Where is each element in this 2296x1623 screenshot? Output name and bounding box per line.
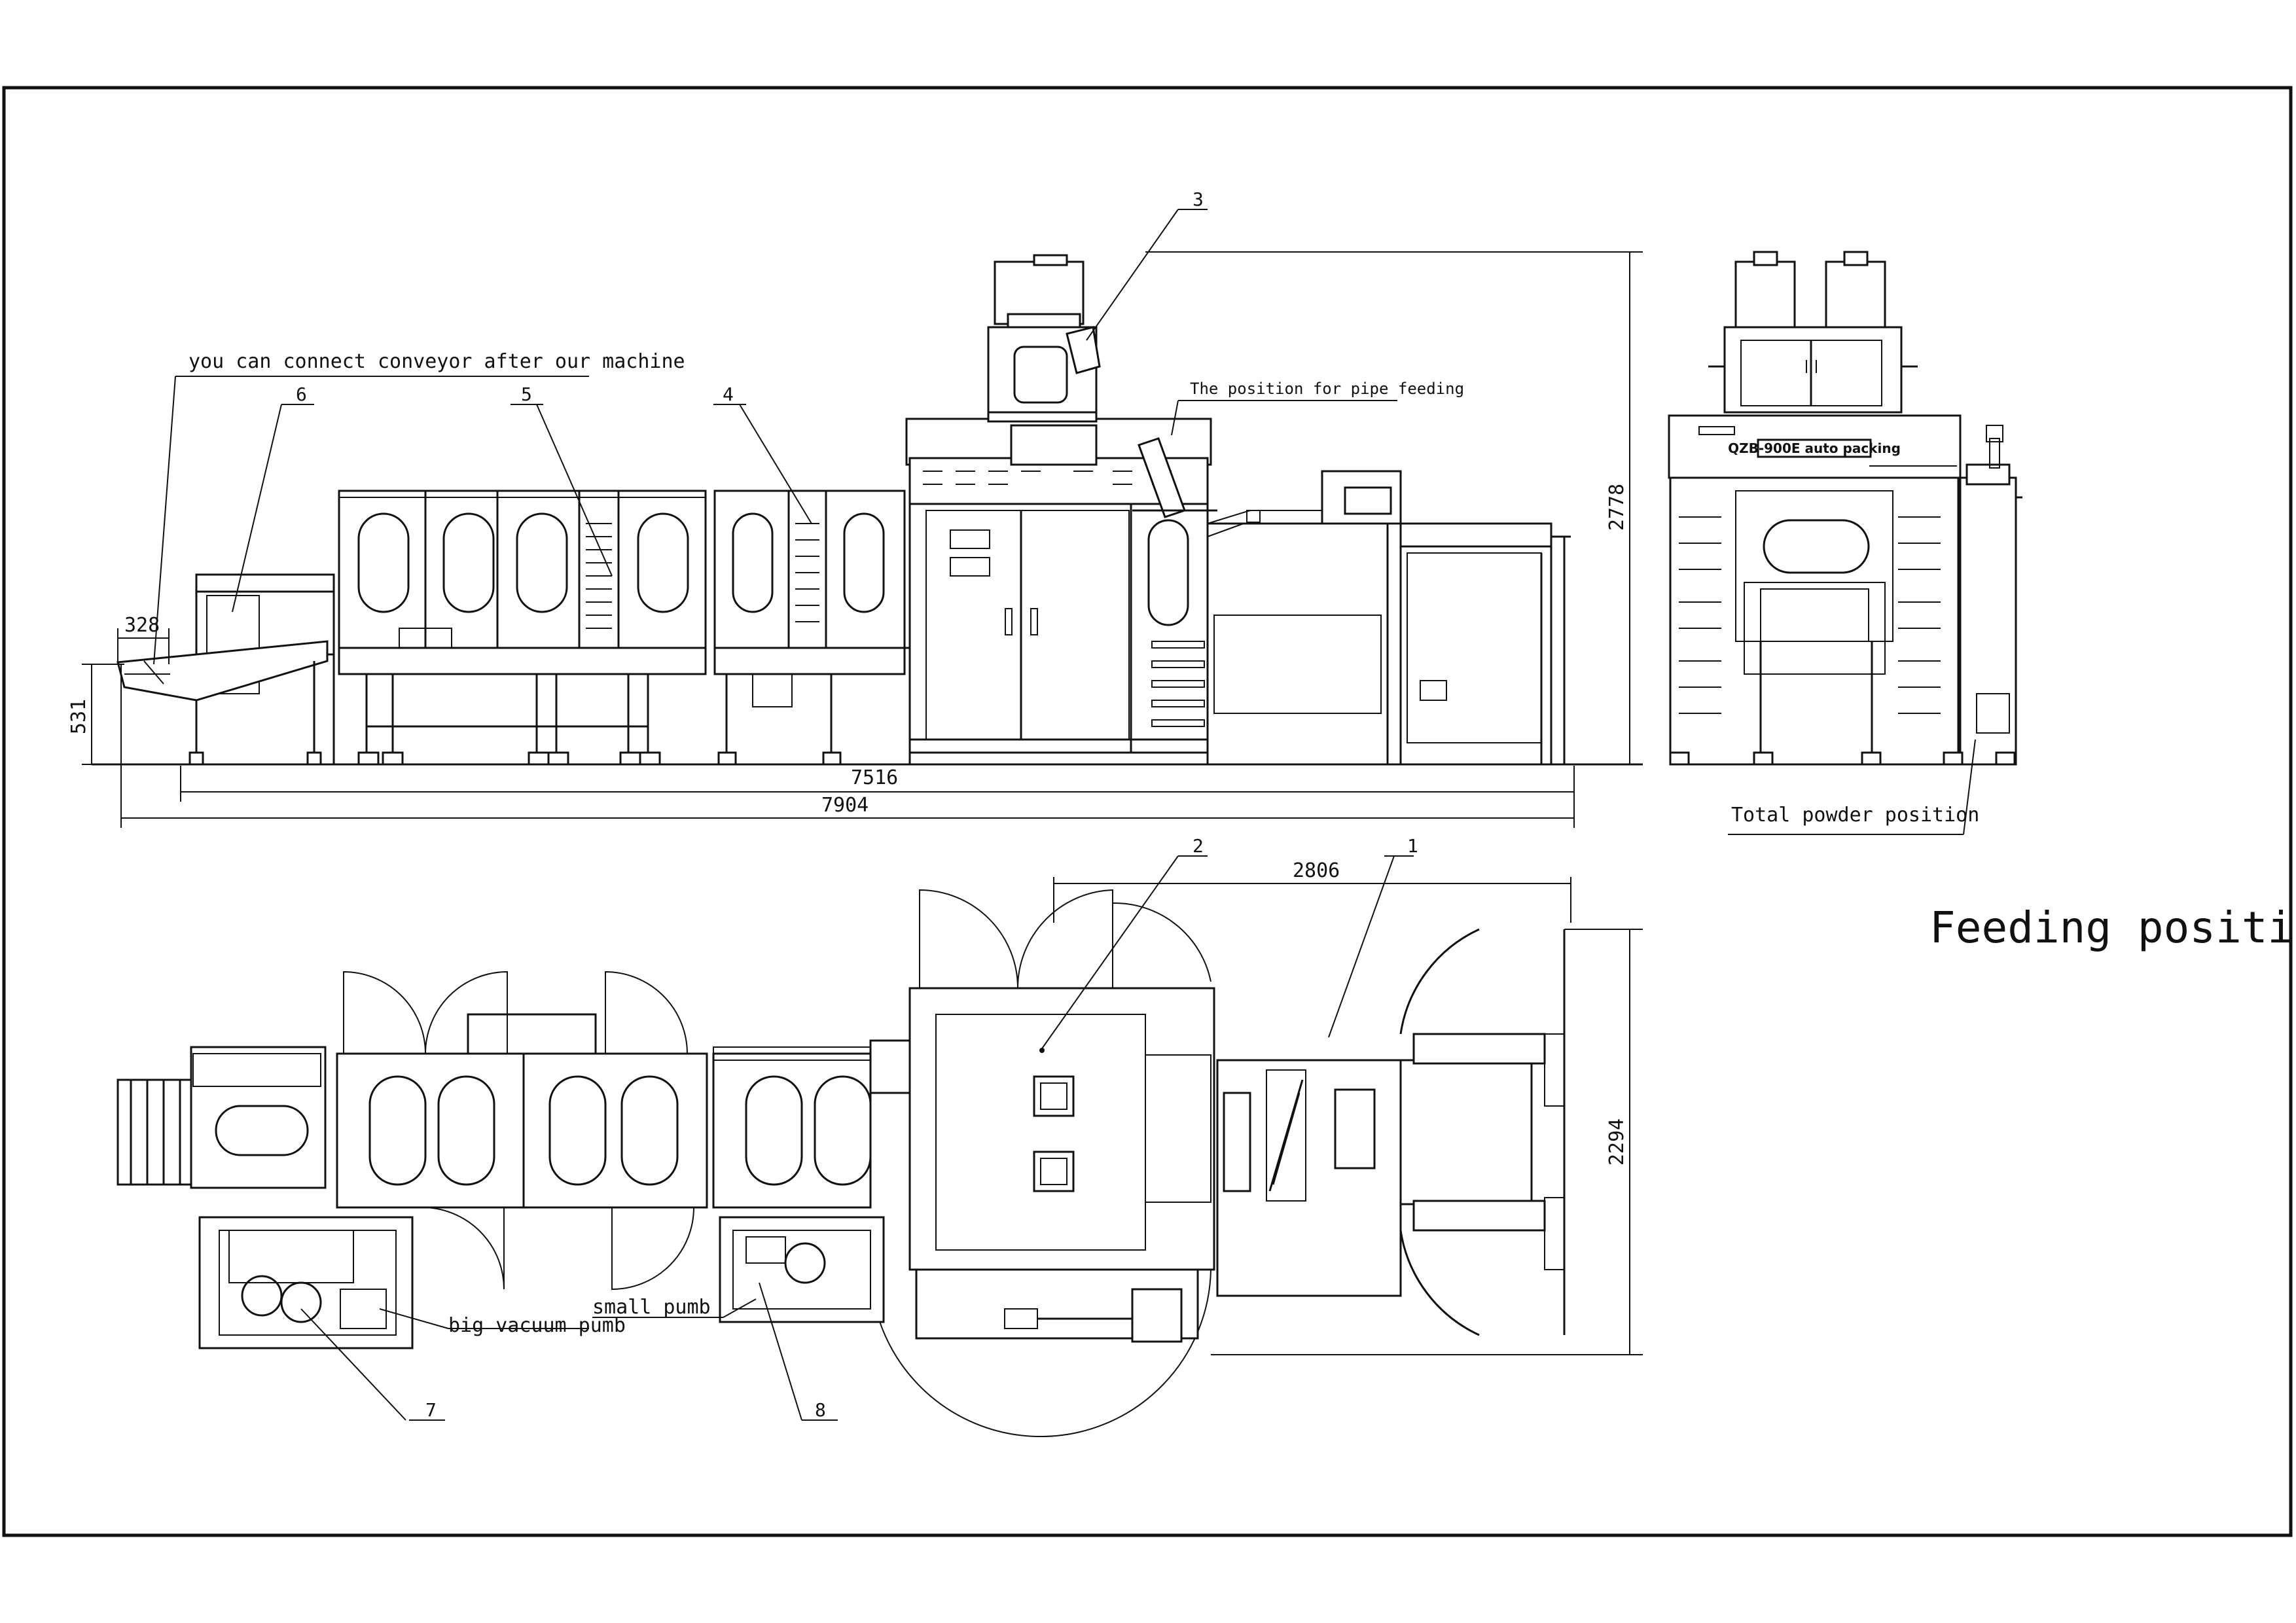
machine-nameplate: QZB-900E auto packing: [1728, 440, 1901, 456]
callout-5: 5: [521, 383, 532, 405]
output-conveyor: [117, 573, 335, 766]
conveyor-note: you can connect conveyor after our machi…: [188, 350, 685, 373]
dim-2294: 2294: [1605, 1118, 1628, 1166]
dim-2806: 2806: [1293, 859, 1340, 882]
big-vacuum-pump-label: big vacuum pumb: [448, 1314, 626, 1337]
front-dimensions: [82, 251, 1643, 828]
dim-7904: 7904: [821, 794, 869, 817]
pipe-feeding-label: The position for pipe feeding: [1190, 380, 1464, 398]
callout-1: 1: [1407, 835, 1418, 857]
callout-7: 7: [425, 1399, 437, 1421]
sealing-module: [713, 490, 910, 766]
right-cabinet: [1151, 470, 1571, 766]
vacuum-chamber-module: [338, 490, 707, 766]
callout-2: 2: [1193, 835, 1204, 857]
plan-view: [117, 877, 1643, 1438]
front-elevation-view: [82, 251, 1643, 828]
leader-lines: [153, 209, 1976, 1421]
callout-4: 4: [723, 383, 734, 405]
dim-7516: 7516: [851, 766, 898, 789]
total-powder-label: Total powder position: [1731, 804, 1979, 827]
dosing-head: [987, 254, 1217, 626]
dim-328: 328: [124, 614, 160, 637]
feeding-position-title: Feeding position: [1929, 902, 2296, 953]
dim-2778: 2778: [1605, 484, 1628, 531]
callout-8: 8: [815, 1399, 826, 1421]
callout-3: 3: [1193, 188, 1204, 210]
side-elevation-view: QZB-900E auto packing: [1668, 251, 2022, 766]
small-pump-label: small pumb: [592, 1296, 711, 1319]
dim-531: 531: [67, 699, 90, 734]
callout-6: 6: [296, 383, 307, 405]
drawing-frame: [2, 86, 2293, 1537]
